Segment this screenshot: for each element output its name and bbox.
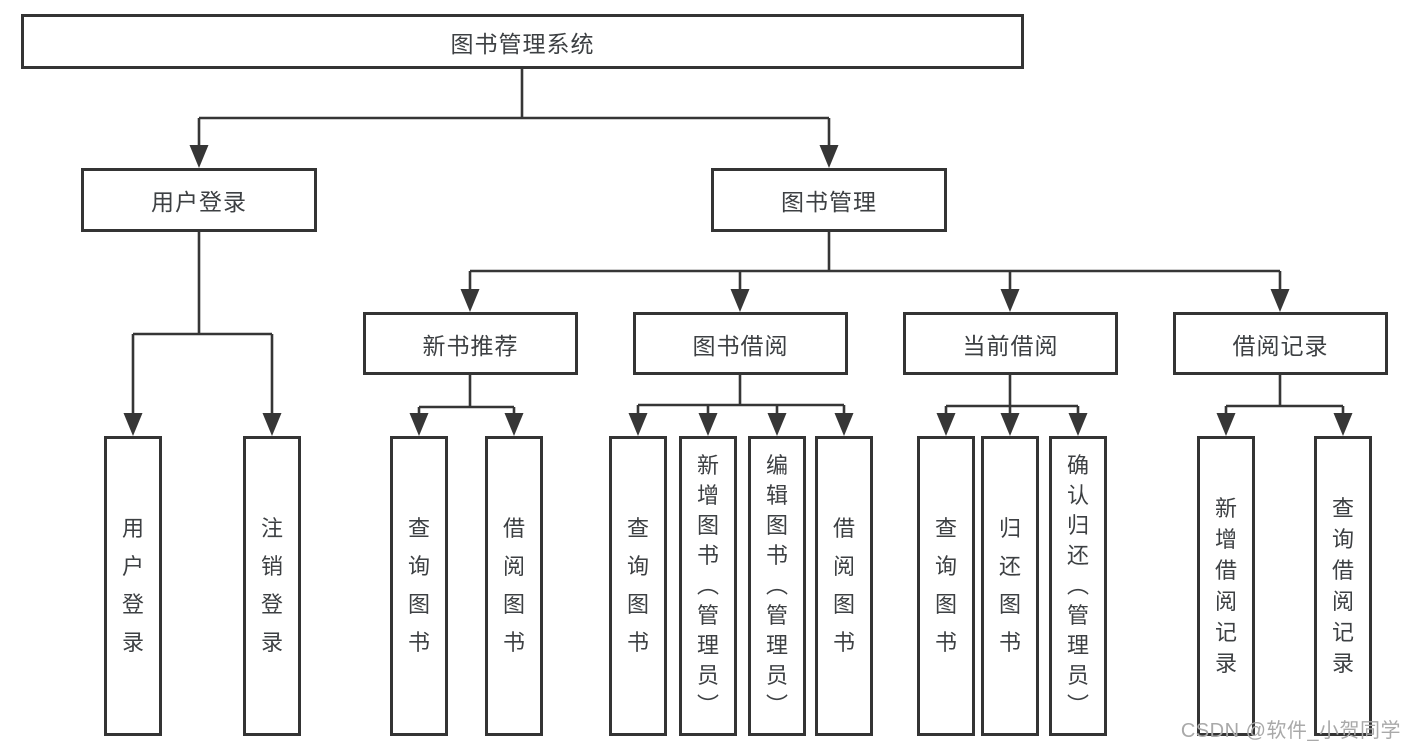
leaf-borrow-books-label: 借阅图书 [832, 516, 855, 655]
node-current-borrow-label: 当前借阅 [962, 332, 1059, 359]
watermark: CSDN @软件_小贺同学 [1180, 720, 1401, 742]
node-book-borrow-label: 图书借阅 [692, 332, 789, 359]
leaf-logout-label: 注销登录 [260, 516, 283, 655]
leaf-add-borrow-record-label: 新增借阅记录 [1214, 495, 1237, 676]
node-book-management: 图书管理 [711, 168, 947, 232]
node-root: 图书管理系统 [21, 14, 1024, 69]
leaf-logout: 注销登录 [243, 436, 301, 736]
leaf-add-books-admin-label: 新增图书︵管理员︶ [696, 453, 719, 718]
leaf-confirm-return-admin: 确认归还︵管理员︶ [1049, 436, 1107, 736]
leaf-return-books: 归还图书 [981, 436, 1039, 736]
node-new-book-recommend-label: 新书推荐 [422, 332, 519, 359]
leaf-edit-books-admin: 编辑图书︵管理员︶ [748, 436, 806, 736]
node-borrow-records: 借阅记录 [1173, 312, 1388, 375]
leaf-add-borrow-record: 新增借阅记录 [1197, 436, 1255, 736]
leaf-borrow-books: 借阅图书 [815, 436, 873, 736]
leaf-confirm-return-admin-label: 确认归还︵管理员︶ [1066, 453, 1089, 718]
leaf-edit-books-admin-label: 编辑图书︵管理员︶ [765, 453, 788, 718]
node-book-management-label: 图书管理 [781, 189, 877, 215]
node-book-borrow: 图书借阅 [633, 312, 848, 375]
leaf-add-books-admin: 新增图书︵管理员︶ [679, 436, 737, 736]
leaf-borrow-query-books-label: 查询图书 [626, 516, 649, 655]
node-user-login-label: 用户登录 [151, 189, 247, 215]
leaf-recommend-borrow-books-label: 借阅图书 [502, 516, 525, 655]
leaf-current-query-books-label: 查询图书 [934, 516, 957, 655]
leaf-query-borrow-record: 查询借阅记录 [1314, 436, 1372, 736]
node-root-label: 图书管理系统 [450, 30, 595, 57]
node-current-borrow: 当前借阅 [903, 312, 1118, 375]
leaf-query-borrow-record-label: 查询借阅记录 [1331, 495, 1354, 676]
leaf-recommend-borrow-books: 借阅图书 [485, 436, 543, 736]
leaf-recommend-query-books: 查询图书 [390, 436, 448, 736]
leaf-recommend-query-books-label: 查询图书 [407, 516, 430, 655]
leaf-current-query-books: 查询图书 [917, 436, 975, 736]
leaf-return-books-label: 归还图书 [998, 516, 1021, 655]
leaf-user-login: 用户登录 [104, 436, 162, 736]
node-new-book-recommend: 新书推荐 [363, 312, 578, 375]
node-user-login: 用户登录 [81, 168, 317, 232]
node-borrow-records-label: 借阅记录 [1232, 332, 1329, 359]
leaf-borrow-query-books: 查询图书 [609, 436, 667, 736]
leaf-user-login-label: 用户登录 [121, 516, 144, 655]
